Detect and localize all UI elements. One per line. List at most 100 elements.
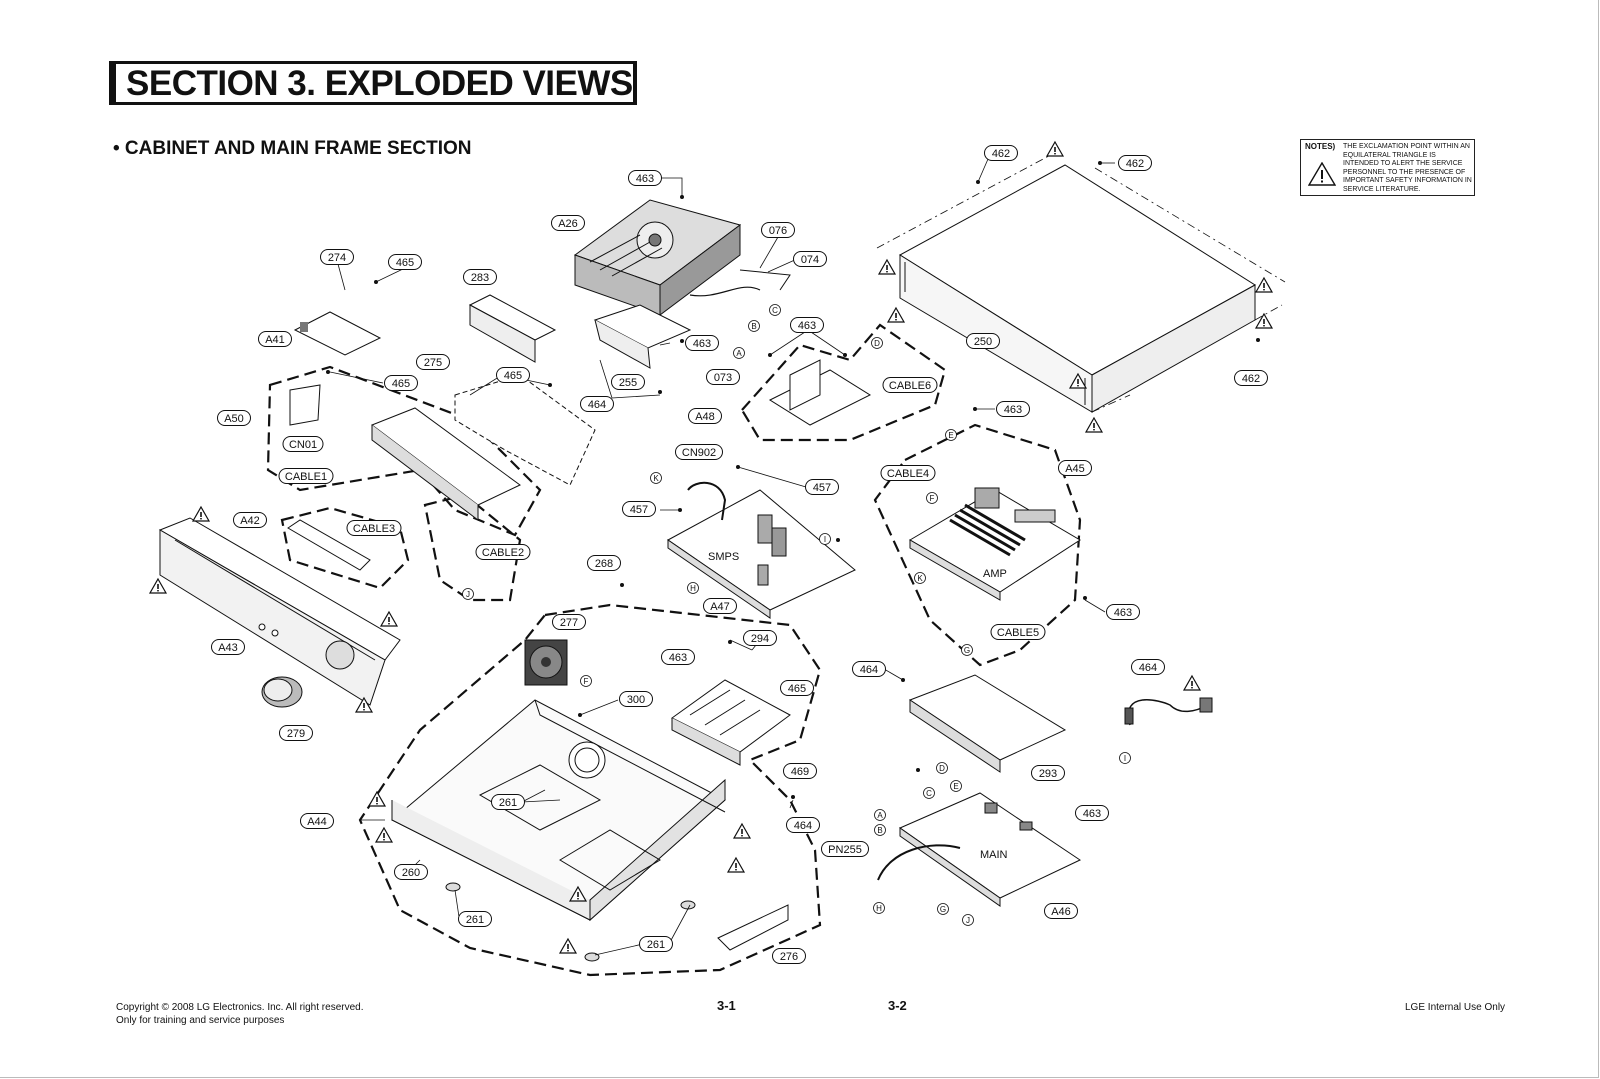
connector-letter: B [751, 322, 756, 331]
connector-letter-circle [733, 347, 745, 359]
purpose-text: Only for training and service purposes [116, 1015, 285, 1026]
section-subtitle: • CABINET AND MAIN FRAME SECTION [113, 138, 472, 159]
connector-letter-circle [945, 429, 957, 441]
callout-oval [551, 215, 585, 231]
connector-letter: J [466, 590, 470, 599]
callout-oval [346, 520, 402, 536]
callout-oval [1131, 659, 1165, 675]
callout-oval [880, 465, 936, 481]
callout-oval [1075, 805, 1109, 821]
callout-label: CABLE3 [353, 523, 395, 535]
connector-letter-circle [937, 903, 949, 915]
callout-label: 463 [1083, 808, 1101, 820]
callout-label: 261 [647, 939, 665, 951]
callout-label: 462 [992, 148, 1010, 160]
connector-letter: A [877, 811, 883, 820]
smps-board-A47 [667, 489, 856, 619]
callout-label: CABLE4 [887, 468, 929, 480]
amp-board-label: AMP [983, 568, 1007, 580]
callout-oval [882, 377, 938, 393]
callout-label: A45 [1065, 463, 1085, 475]
callout-label: 274 [328, 252, 346, 264]
connector-letter: G [964, 646, 970, 655]
amp-board-A45 [909, 487, 1081, 601]
callout-oval [416, 354, 450, 370]
connector-letter: H [690, 584, 696, 593]
connector-letter: K [653, 474, 659, 483]
callout-label: 464 [1139, 662, 1157, 674]
callout-label: 462 [1242, 373, 1260, 385]
callout-oval [984, 145, 1018, 161]
safety-notes-box: NOTES) THE EXCLAMATION POINT WITHIN AN E… [1300, 139, 1475, 196]
callout-label: PN255 [828, 844, 862, 856]
callout-oval [217, 410, 251, 426]
connector-letter-circle [819, 533, 831, 545]
callout-oval [279, 725, 313, 741]
notes-label: NOTES) [1305, 142, 1336, 151]
callout-oval [491, 794, 525, 810]
callout-oval [282, 436, 324, 452]
callout-label: A42 [240, 515, 260, 527]
callout-label: A48 [695, 411, 715, 423]
callout-label: 469 [791, 766, 809, 778]
callout-oval [1106, 604, 1140, 620]
callout-oval [761, 222, 795, 238]
callout-oval [743, 630, 777, 646]
callout-oval [852, 661, 886, 677]
callout-label: 076 [769, 225, 787, 237]
callout-oval [619, 691, 653, 707]
callout-oval [552, 614, 586, 630]
bracket-293 [908, 674, 1067, 773]
smps-board-label: SMPS [708, 551, 739, 563]
callout-oval [463, 269, 497, 285]
callout-label: 465 [392, 378, 410, 390]
callout-oval [703, 598, 737, 614]
connector-letter-circle [950, 780, 962, 792]
callout-label: 463 [669, 652, 687, 664]
section-title: SECTION 3. EXPLODED VIEWS [109, 61, 637, 105]
callout-label: 276 [780, 951, 798, 963]
connector-letter-circle [962, 914, 974, 926]
callout-label: CN902 [682, 447, 716, 459]
copyright-text: Copyright © 2008 LG Electronics. Inc. Al… [116, 1002, 364, 1013]
connector-letter: A [736, 349, 742, 358]
callout-label: 463 [1114, 607, 1132, 619]
callout-oval [1058, 460, 1092, 476]
connector-letter: D [874, 339, 880, 348]
front-panel-A43 [158, 517, 401, 706]
callout-oval [1044, 903, 1078, 919]
callout-oval [783, 763, 817, 779]
leader-lines [329, 158, 1115, 956]
callout-oval [990, 624, 1046, 640]
connector-letter: F [930, 494, 935, 503]
callout-oval [661, 649, 695, 665]
warning-triangle-icon [1308, 162, 1336, 186]
connector-letter-circle [1119, 752, 1131, 764]
callout-oval [793, 251, 827, 267]
callout-oval [805, 479, 839, 495]
callout-oval [628, 170, 662, 186]
callout-oval [258, 331, 292, 347]
callout-oval [320, 249, 354, 265]
callout-oval [278, 468, 334, 484]
main-chassis-A44 [391, 699, 726, 922]
callout-label: 073 [714, 372, 732, 384]
callout-label: CABLE1 [285, 471, 327, 483]
connector-letter-circle [748, 320, 760, 332]
callout-oval [639, 936, 673, 952]
connector-letter: H [876, 904, 882, 913]
callout-label: CABLE6 [889, 380, 931, 392]
callout-oval [587, 555, 621, 571]
callout-oval [780, 680, 814, 696]
connector-letter: E [953, 782, 958, 791]
callout-label: 268 [595, 558, 613, 570]
callout-label: 279 [287, 728, 305, 740]
callout-label: 293 [1039, 768, 1057, 780]
callout-oval [706, 369, 740, 385]
callout-oval [496, 367, 530, 383]
connector-letter-circle [871, 337, 883, 349]
callout-label: 457 [630, 504, 648, 516]
